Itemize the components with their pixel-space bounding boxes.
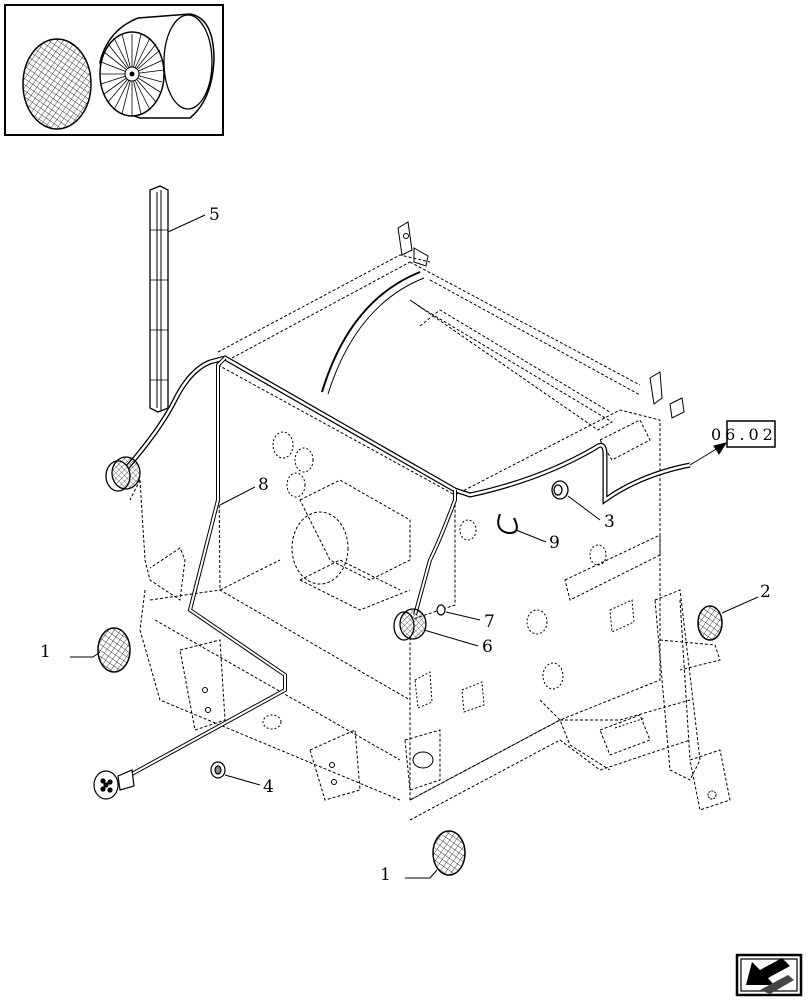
grommet bbox=[551, 480, 569, 500]
connector-plug bbox=[93, 769, 135, 800]
leader-lines bbox=[70, 214, 759, 879]
callout-8: 8 bbox=[258, 475, 269, 495]
side-lamp bbox=[393, 608, 427, 641]
callout-3: 3 bbox=[604, 512, 615, 532]
callout-6: 6 bbox=[482, 637, 493, 657]
side-lamp-left bbox=[105, 456, 141, 492]
rubber-seal-strip bbox=[149, 185, 169, 413]
callout-5: 5 bbox=[209, 205, 220, 225]
page-reference-text: 06.02 bbox=[711, 425, 777, 444]
lamp-components-inset-icon bbox=[4, 4, 224, 136]
callout-1-bottom: 1 bbox=[380, 865, 391, 885]
callout-9: 9 bbox=[549, 533, 560, 553]
small-ring bbox=[436, 604, 446, 616]
reflector-lens-right bbox=[697, 605, 723, 641]
frame-assembly bbox=[129, 221, 731, 821]
callout-2: 2 bbox=[760, 582, 771, 602]
callout-1-left: 1 bbox=[40, 642, 51, 662]
navigation-arrow-icon[interactable] bbox=[735, 953, 803, 997]
callout-4: 4 bbox=[263, 777, 274, 797]
callout-7: 7 bbox=[484, 612, 495, 632]
reflector-lens-left bbox=[97, 627, 131, 673]
washer bbox=[210, 761, 226, 779]
reflector-lens-bottom bbox=[432, 830, 466, 876]
wiring-harness bbox=[123, 355, 728, 777]
cable-clip bbox=[497, 513, 518, 535]
page-reference-link[interactable]: 06.02 bbox=[711, 420, 777, 448]
